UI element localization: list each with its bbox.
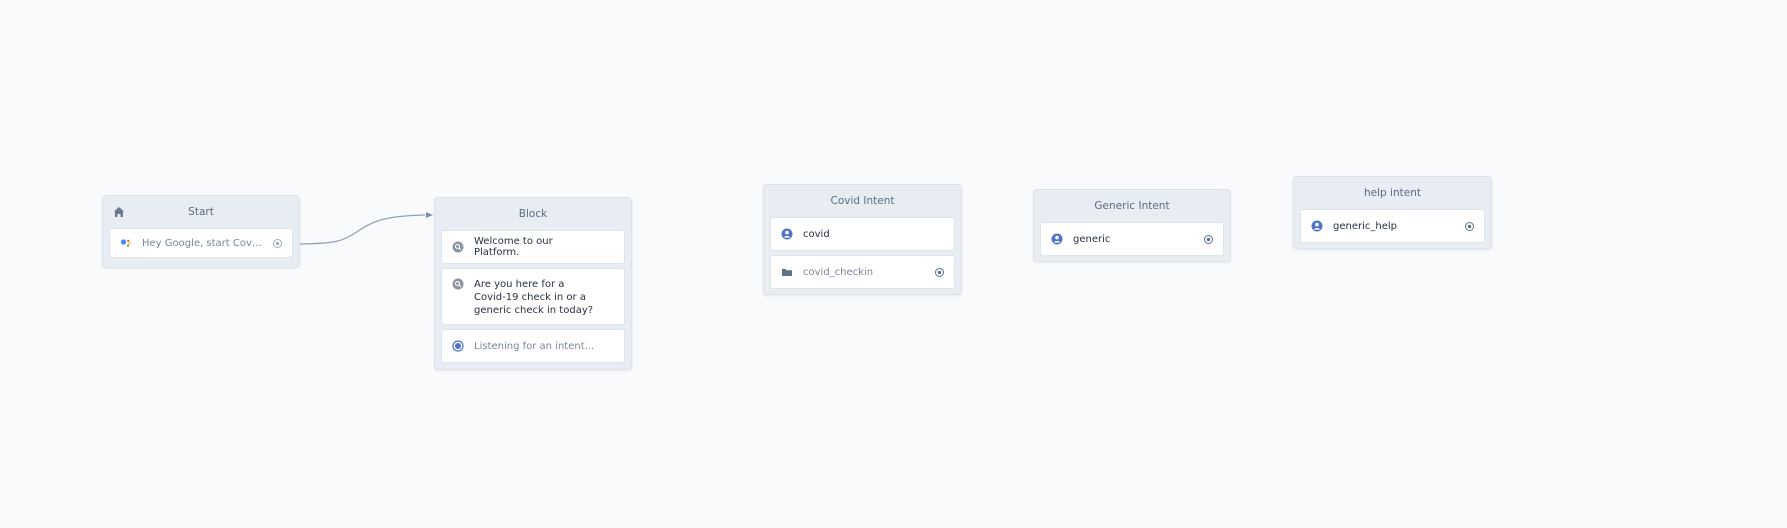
port-icon[interactable]	[1464, 221, 1475, 232]
generic-intent-title: Generic Intent	[1094, 200, 1170, 212]
intent-step-covid[interactable]: covid	[770, 217, 955, 251]
start-trigger-step[interactable]: Hey Google, start CovidChe...	[109, 228, 293, 258]
covid-intent-header[interactable]: Covid Intent	[770, 185, 955, 217]
help-intent-header[interactable]: help intent	[1300, 177, 1485, 209]
connection-arrowhead	[426, 212, 433, 218]
port-icon[interactable]	[272, 238, 283, 249]
home-icon	[114, 207, 124, 217]
intent-step-generic-label: generic	[1073, 233, 1111, 245]
generic-intent-header[interactable]: Generic Intent	[1040, 190, 1224, 222]
block-node-header[interactable]: Block	[441, 198, 625, 230]
block-node-title: Block	[518, 208, 548, 220]
intent-step-generic-help[interactable]: generic_help	[1300, 209, 1485, 243]
generic-intent-node[interactable]: Generic Intent generic	[1033, 189, 1231, 262]
help-intent-title: help intent	[1364, 187, 1421, 199]
speak-step-question[interactable]: Are you here for a Covid-19 check in or …	[441, 268, 625, 325]
listen-step-label: Listening for an intent...	[474, 340, 595, 352]
intent-user-icon	[1311, 220, 1323, 232]
port-icon[interactable]	[934, 267, 945, 278]
intent-user-icon	[781, 228, 793, 240]
start-node-title: Start	[188, 206, 214, 218]
help-intent-node[interactable]: help intent generic_help	[1293, 176, 1492, 249]
folder-icon	[782, 269, 792, 276]
intent-step-covid-label: covid	[803, 228, 830, 240]
covid-intent-node[interactable]: Covid Intent covid covid_checkin	[763, 184, 962, 295]
start-trigger-label: Hey Google, start CovidChe...	[142, 237, 264, 249]
listen-step[interactable]: Listening for an intent...	[441, 329, 625, 363]
intent-step-generic-help-label: generic_help	[1333, 220, 1397, 232]
start-node-header[interactable]: Start	[109, 196, 293, 228]
intent-step-generic[interactable]: generic	[1040, 222, 1224, 256]
port-icon[interactable]	[1203, 234, 1214, 245]
listen-icon	[452, 340, 464, 352]
speak-icon	[452, 241, 464, 253]
intent-step-covid-checkin[interactable]: covid_checkin	[770, 255, 955, 289]
block-node[interactable]: Block Welcome to our Platform. Are you h…	[434, 197, 632, 370]
speak-icon	[452, 278, 464, 290]
google-assistant-icon	[120, 239, 131, 247]
speak-step-question-label: Are you here for a Covid-19 check in or …	[474, 279, 594, 316]
start-node[interactable]: Start Hey Google, start CovidChe...	[102, 195, 300, 268]
speak-step-welcome[interactable]: Welcome to our Platform.	[441, 230, 625, 264]
intent-user-icon	[1051, 233, 1063, 245]
speak-step-welcome-label: Welcome to our Platform.	[474, 236, 553, 258]
intent-step-covid-checkin-label: covid_checkin	[803, 266, 874, 278]
covid-intent-title: Covid Intent	[830, 195, 895, 207]
